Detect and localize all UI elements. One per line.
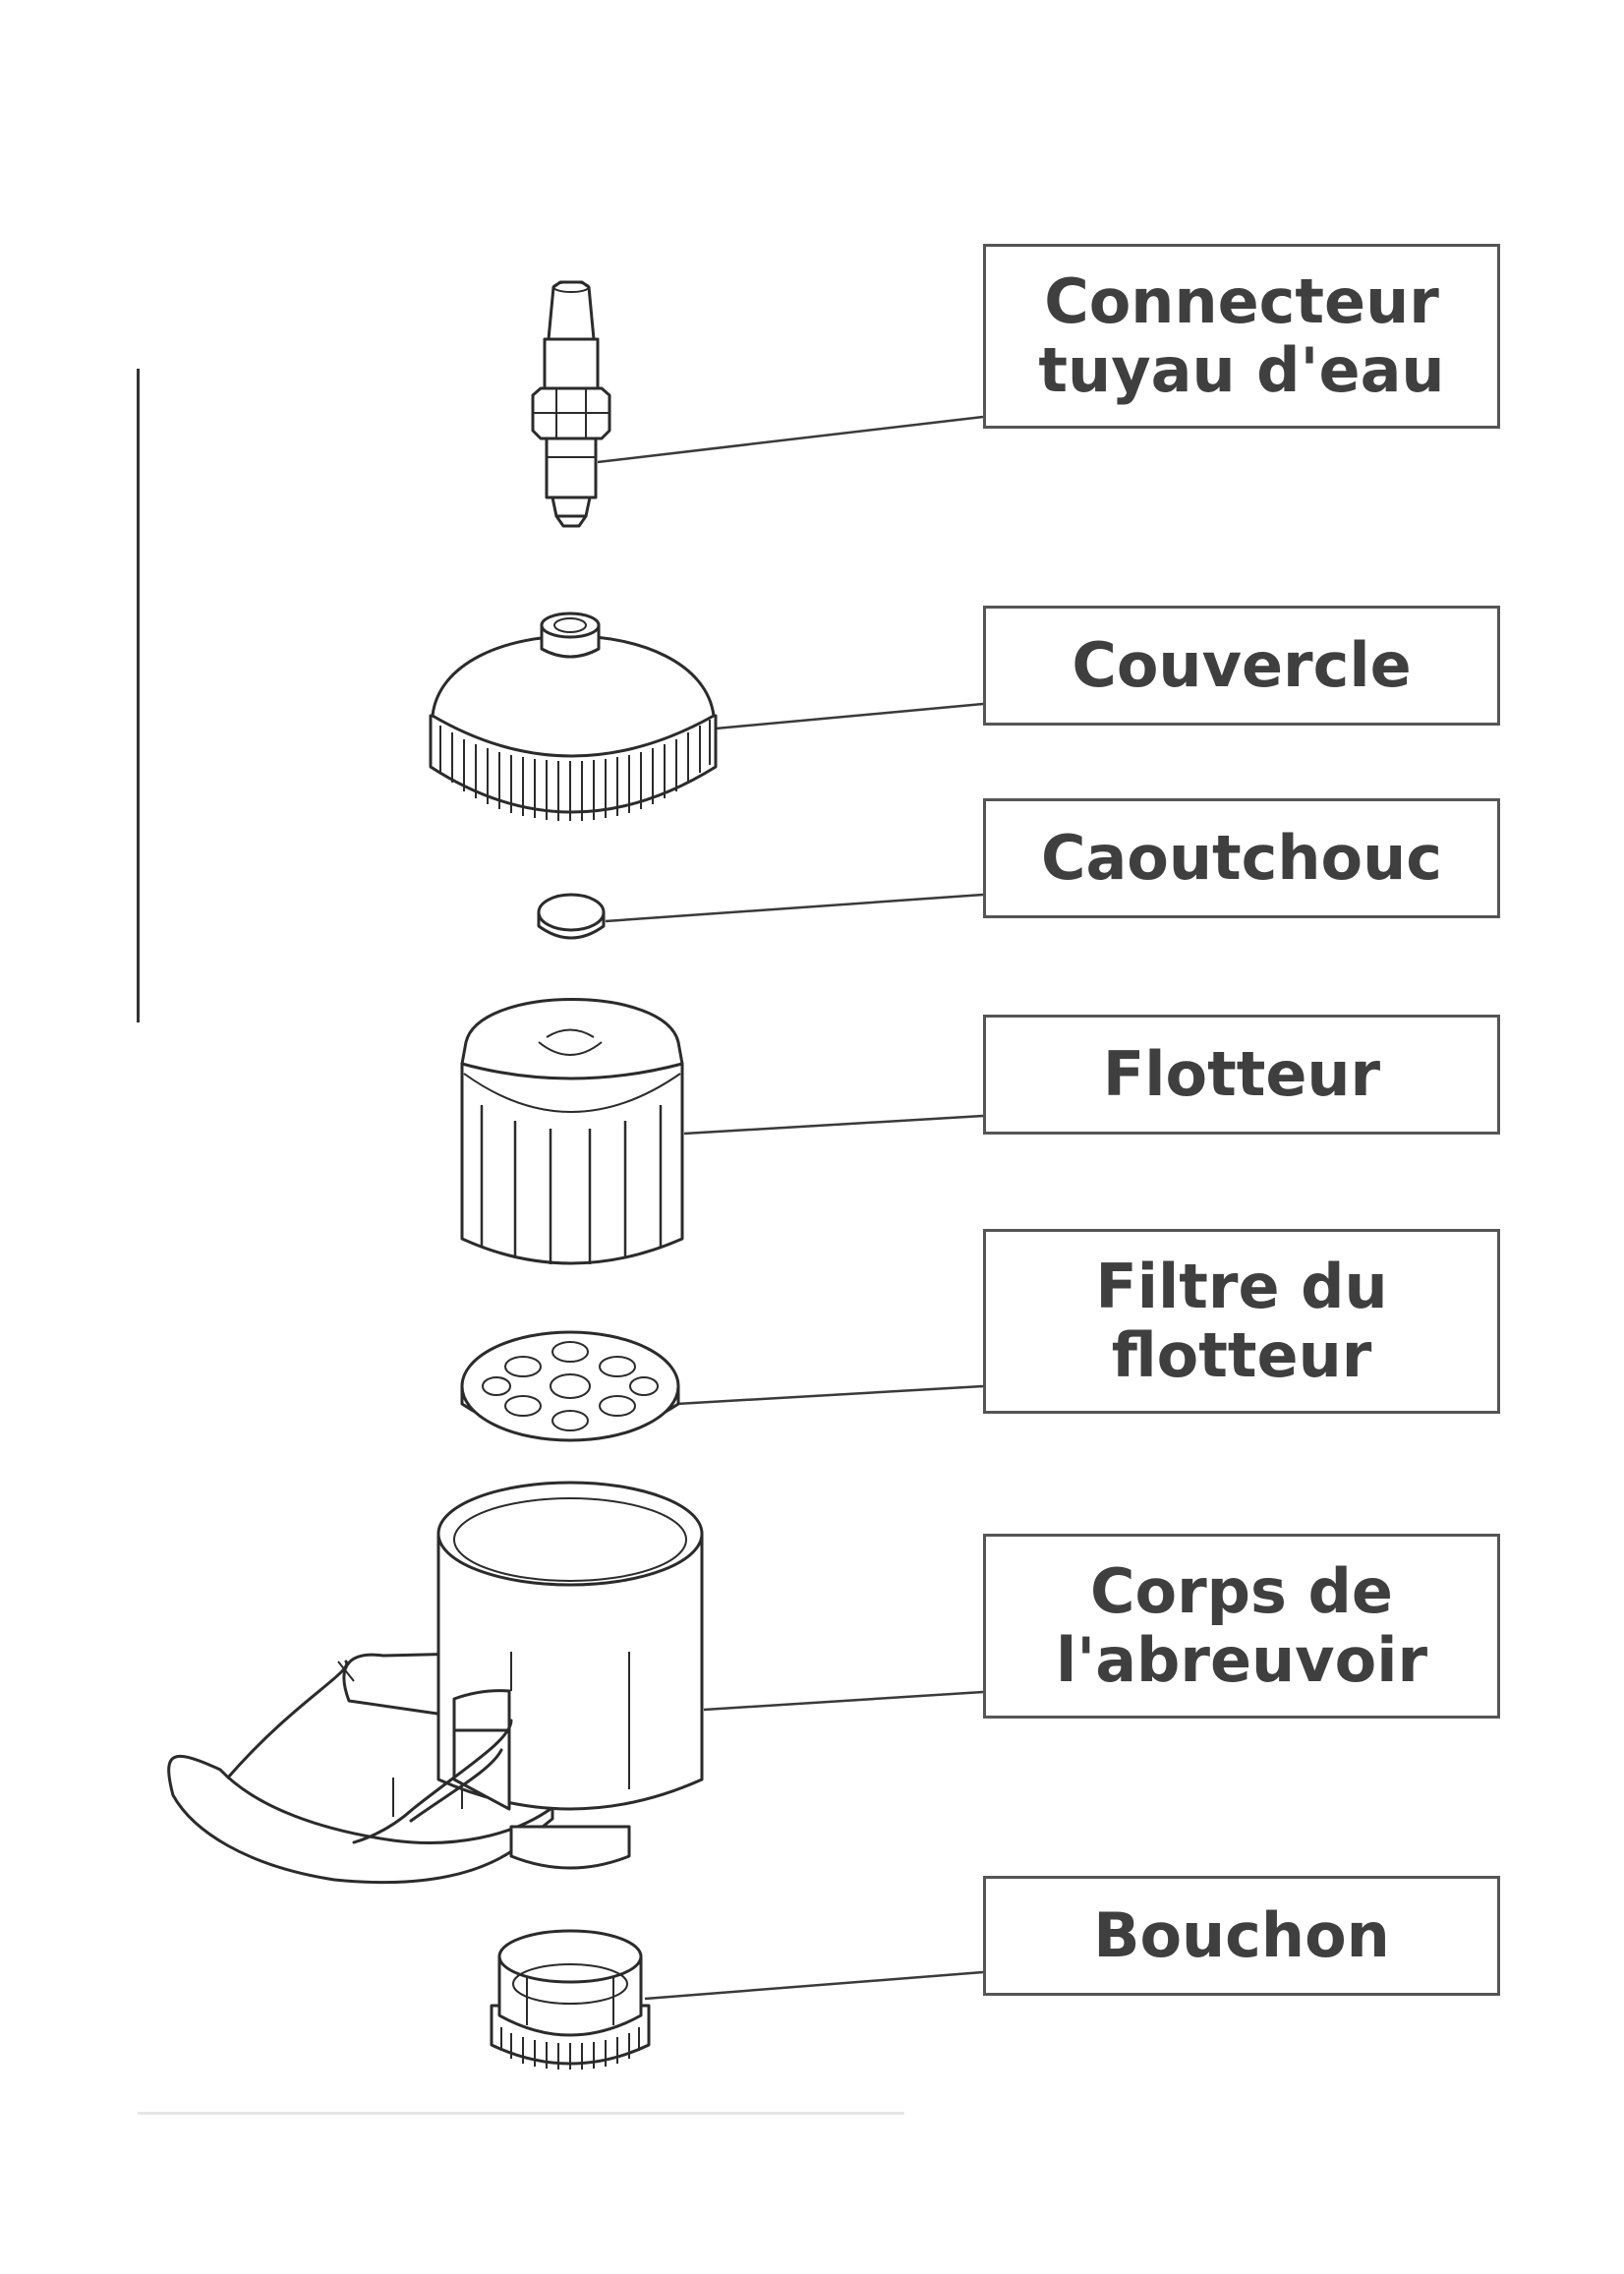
- label-drinker-body: Corps de l'abreuvoir: [983, 1534, 1500, 1719]
- leader-connector: [597, 415, 984, 464]
- bottom-divider-line: [138, 2112, 904, 2115]
- label-line: Filtre du: [1095, 1251, 1388, 1322]
- water-hose-connector-part: [531, 280, 611, 528]
- label-cap: Bouchon: [983, 1876, 1500, 1996]
- label-lid: Couvercle: [983, 606, 1500, 726]
- left-divider-line: [137, 369, 140, 1022]
- rubber-seal-part: [537, 893, 606, 940]
- label-water-hose-connector: Connecteur tuyau d'eau: [983, 244, 1500, 429]
- label-float: Flotteur: [983, 1015, 1500, 1135]
- label-line: tuyau d'eau: [1038, 334, 1445, 406]
- float-filter-part: [460, 1330, 680, 1442]
- leader-lid: [715, 702, 984, 730]
- leader-body: [703, 1690, 984, 1712]
- leader-lines: [597, 415, 984, 2001]
- label-line: Corps de: [1090, 1555, 1393, 1627]
- label-float-filter: Filtre du flotteur: [983, 1229, 1500, 1414]
- float-part: [460, 998, 684, 1265]
- cap-part: [490, 1929, 651, 2070]
- label-line: Caoutchouc: [1040, 822, 1443, 894]
- label-rubber: Caoutchouc: [983, 798, 1500, 918]
- leader-float-filter: [675, 1384, 984, 1406]
- label-line: Bouchon: [1093, 1899, 1390, 1971]
- leader-cap: [644, 1970, 984, 2001]
- label-line: flotteur: [1111, 1319, 1372, 1391]
- label-line: l'abreuvoir: [1055, 1624, 1428, 1696]
- leader-rubber: [605, 893, 984, 923]
- lid-part: [429, 612, 718, 821]
- label-line: Couvercle: [1072, 629, 1412, 701]
- label-line: Connecteur: [1044, 265, 1439, 337]
- label-line: Flotteur: [1102, 1038, 1381, 1110]
- leader-float: [683, 1114, 984, 1136]
- drinker-body-part: [167, 1481, 704, 1885]
